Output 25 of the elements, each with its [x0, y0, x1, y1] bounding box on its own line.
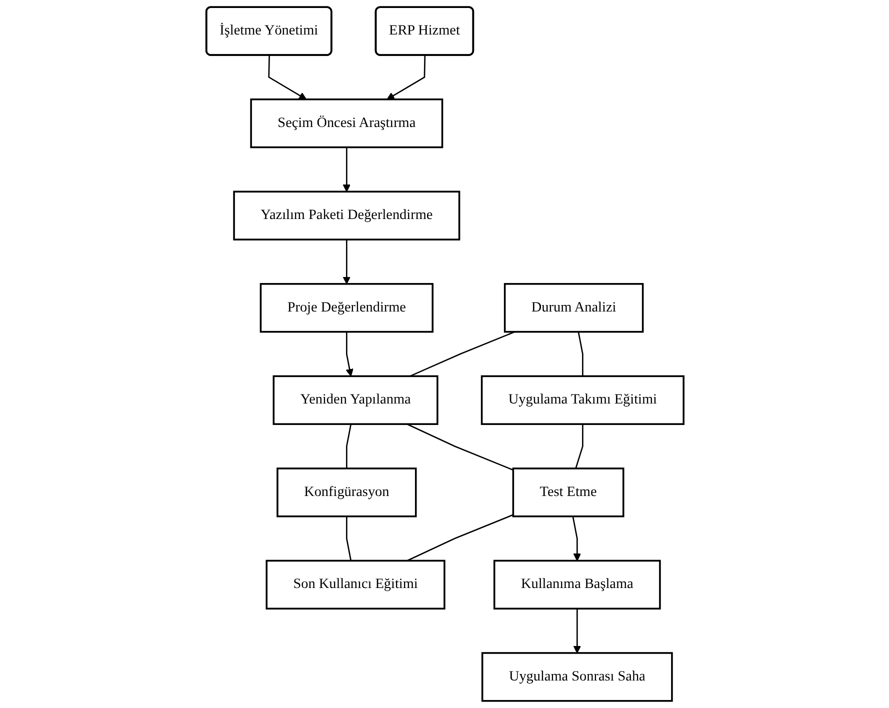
- node-box: Seçim Öncesi Araştırma: [250, 98, 443, 148]
- connector: [346, 424, 352, 468]
- node-box: Yeniden Yapılanma: [272, 375, 438, 425]
- node-box: Yazılım Paketi Değerlendirme: [232, 190, 460, 240]
- arrow: [268, 55, 306, 100]
- node-box: Durum Analizi: [503, 283, 644, 333]
- connector: [409, 331, 515, 377]
- connector: [406, 423, 513, 471]
- node-box: Konfigürasyon: [276, 468, 416, 518]
- connector: [574, 424, 583, 469]
- arrow: [345, 332, 353, 377]
- arrow: [572, 516, 581, 562]
- connector: [406, 514, 513, 562]
- node-box: Uygulama Takımı Eğitimi: [480, 375, 684, 425]
- arrow: [386, 55, 426, 100]
- arrow: [572, 608, 581, 654]
- node-box: Uygulama Sonrası Saha: [480, 652, 672, 702]
- node-box: Son Kullanıcı Eğitimi: [265, 560, 445, 610]
- node-box: Proje Değerlendirme: [259, 283, 434, 333]
- node-box: Kullanıma Başlama: [493, 560, 660, 610]
- node-box: Test Etme: [512, 468, 624, 518]
- arrow: [342, 147, 350, 192]
- connector: [346, 516, 352, 561]
- connector: [577, 332, 583, 376]
- arrow: [342, 240, 350, 284]
